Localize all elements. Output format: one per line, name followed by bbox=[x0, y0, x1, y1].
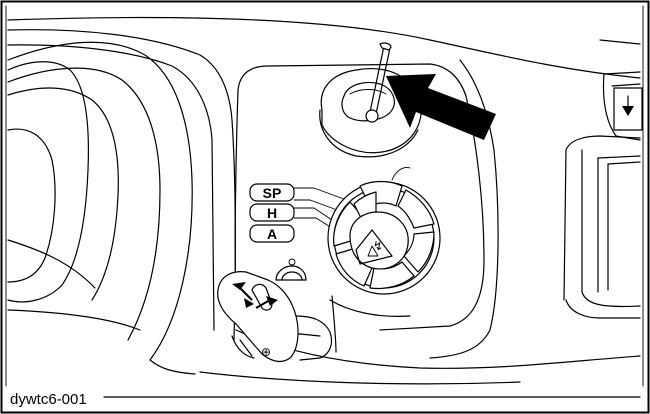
lever-knob bbox=[319, 42, 422, 158]
rotary-dial: ↯ bbox=[327, 167, 441, 295]
mode-labels: SP H A bbox=[249, 183, 353, 243]
figure-caption: dywtc6-001 bbox=[10, 391, 87, 408]
oil-can-icon bbox=[275, 258, 307, 281]
shift-boot bbox=[7, 29, 236, 375]
mode-label-sp: SP bbox=[249, 183, 295, 202]
mode-label-h: H bbox=[249, 203, 295, 222]
right-console bbox=[563, 39, 643, 319]
svg-text:H: H bbox=[267, 205, 277, 221]
svg-text:⊕: ⊕ bbox=[261, 345, 271, 359]
pointer-arrow bbox=[386, 74, 496, 140]
mode-switch: ⊕ bbox=[217, 271, 333, 363]
down-arrow-icon bbox=[622, 95, 634, 116]
mode-label-a: A bbox=[249, 224, 295, 243]
svg-text:SP: SP bbox=[263, 185, 282, 201]
center-panel bbox=[7, 16, 641, 385]
svg-text:↯: ↯ bbox=[373, 239, 383, 253]
svg-text:A: A bbox=[267, 226, 277, 242]
